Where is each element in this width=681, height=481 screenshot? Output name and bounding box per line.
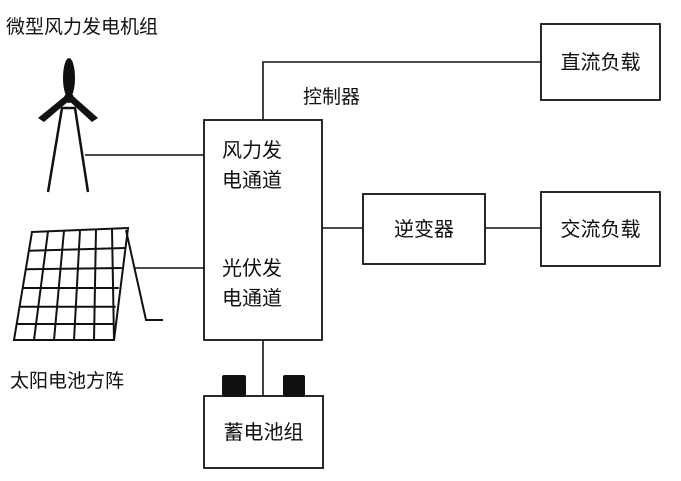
- ac-load-label: 交流负载: [560, 217, 641, 241]
- controller-label: 控制器: [303, 86, 361, 108]
- wind-turbine-label: 微型风力发电机组: [6, 16, 159, 38]
- connection-lines: [85, 61, 541, 396]
- solar-array-label: 太阳电池方阵: [10, 370, 125, 392]
- wind-turbine-icon: [38, 58, 98, 193]
- wind-channel-line-1: 风力发: [222, 138, 282, 162]
- battery-terminal-icon: [222, 375, 305, 397]
- inverter-box: [362, 193, 486, 265]
- solar-panel-icon: [12, 226, 163, 341]
- wind-channel-text: 风力发 电通道: [222, 135, 282, 195]
- pv-channel-text: 光伏发 电通道: [222, 253, 282, 313]
- dc-load-box: [540, 23, 661, 101]
- battery-box: [203, 395, 324, 469]
- controller-box: [203, 119, 323, 341]
- wind-channel-line-2: 电通道: [222, 168, 282, 192]
- pv-channel-line-1: 光伏发: [222, 256, 282, 280]
- controller-to-dc-load-line: [262, 61, 541, 120]
- ac-load-box: [540, 191, 661, 267]
- battery-label: 蓄电池组: [223, 420, 304, 444]
- dc-load-label: 直流负载: [560, 50, 641, 74]
- boxes: [203, 23, 661, 469]
- inverter-label: 逆变器: [394, 217, 454, 241]
- pv-channel-line-2: 电通道: [222, 286, 282, 310]
